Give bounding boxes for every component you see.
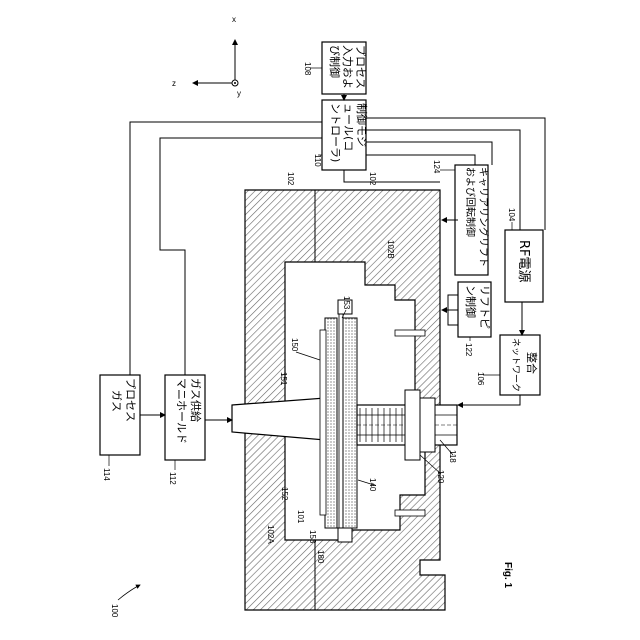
carrier-ring-block: キャリアリングリフト および回転制御: [455, 165, 490, 275]
reference-numerals: 114 112 110 108 124 104 122 106 102A 102…: [102, 62, 516, 564]
shaft-flange: [405, 390, 420, 460]
wafer: [339, 312, 343, 534]
ref-101: 101: [296, 510, 305, 524]
label-102b: 102B: [386, 240, 395, 259]
process-input-label: 入力およ: [341, 45, 354, 89]
rf-power-label: RF電源: [516, 240, 531, 283]
ref-110: 110: [313, 154, 322, 167]
ref-153: 153: [342, 296, 351, 310]
matching-network-block: 整合 ネットワーク: [500, 335, 540, 395]
label-102: 102: [286, 172, 295, 186]
lift-pin: [395, 330, 425, 336]
ref-112: 112: [168, 472, 177, 485]
ref-124: 124: [432, 160, 441, 174]
ref-153: 153: [308, 530, 317, 544]
label-102a: 102A: [266, 525, 275, 544]
ref-100: 100: [110, 604, 119, 618]
ref-122: 122: [464, 343, 473, 357]
figure-title: Fig. 1: [502, 562, 513, 589]
ref-108: 108: [303, 62, 312, 76]
controller-block: 制御モジ ュール(コ ントローラ): [322, 100, 369, 170]
rf-power-block: RF電源: [505, 230, 543, 302]
ref-152: 152: [280, 487, 289, 501]
controller-label: 制御モジ: [355, 103, 369, 147]
ref-140: 140: [368, 478, 377, 492]
gas-manifold-label: ガス供給: [189, 378, 203, 422]
lift-pin-label: リフトピ: [478, 285, 491, 329]
lift-pin: [395, 510, 425, 516]
process-input-block: プロセス 入力およ び制御: [322, 42, 367, 94]
process-gas-block: プロセス ガス: [100, 375, 140, 455]
lift-pin-label: ン制御: [464, 285, 478, 318]
carrier-ring-label: および回転制御: [464, 167, 477, 237]
shaft-flange: [420, 398, 435, 452]
gas-manifold-block: ガス供給 マニホールド: [165, 375, 205, 460]
showerhead-plate: [325, 318, 337, 528]
lift-pin-block: リフトピ ン制御: [458, 282, 491, 337]
axis-indicator: x z y: [172, 15, 241, 98]
carrier-ring-label: キャリアリングリフト: [477, 167, 490, 267]
label-102: 102: [368, 172, 377, 186]
ref-120: 120: [436, 470, 445, 484]
matching-network-label: 整合: [525, 352, 539, 374]
ref-150: 150: [290, 338, 299, 352]
figure-reference: 100: [110, 585, 140, 618]
process-gas-label: ガス: [110, 390, 123, 412]
controller-label: ントローラ): [329, 103, 342, 162]
carrier-ring: [338, 528, 352, 542]
pedestal: [343, 318, 357, 528]
process-input-label: び制御: [328, 45, 342, 78]
matching-network-label: ネットワーク: [510, 338, 521, 392]
ref-151: 151: [279, 372, 288, 386]
ref-180: 180: [316, 550, 325, 564]
process-gas-label: プロセス: [124, 378, 137, 422]
ref-118: 118: [448, 450, 457, 463]
ref-106: 106: [476, 372, 485, 386]
axis-x-label: x: [232, 15, 236, 24]
ref-114: 114: [102, 468, 111, 481]
gas-manifold-label: マニホールド: [175, 378, 188, 444]
showerhead: [232, 398, 325, 440]
process-input-label: プロセス: [354, 45, 367, 89]
axis-y-label: y: [237, 89, 241, 98]
axis-z-label: z: [172, 79, 176, 88]
gas-distribution-face: [320, 330, 326, 515]
controller-label: ュール(コ: [342, 103, 355, 151]
ref-104: 104: [507, 208, 516, 222]
